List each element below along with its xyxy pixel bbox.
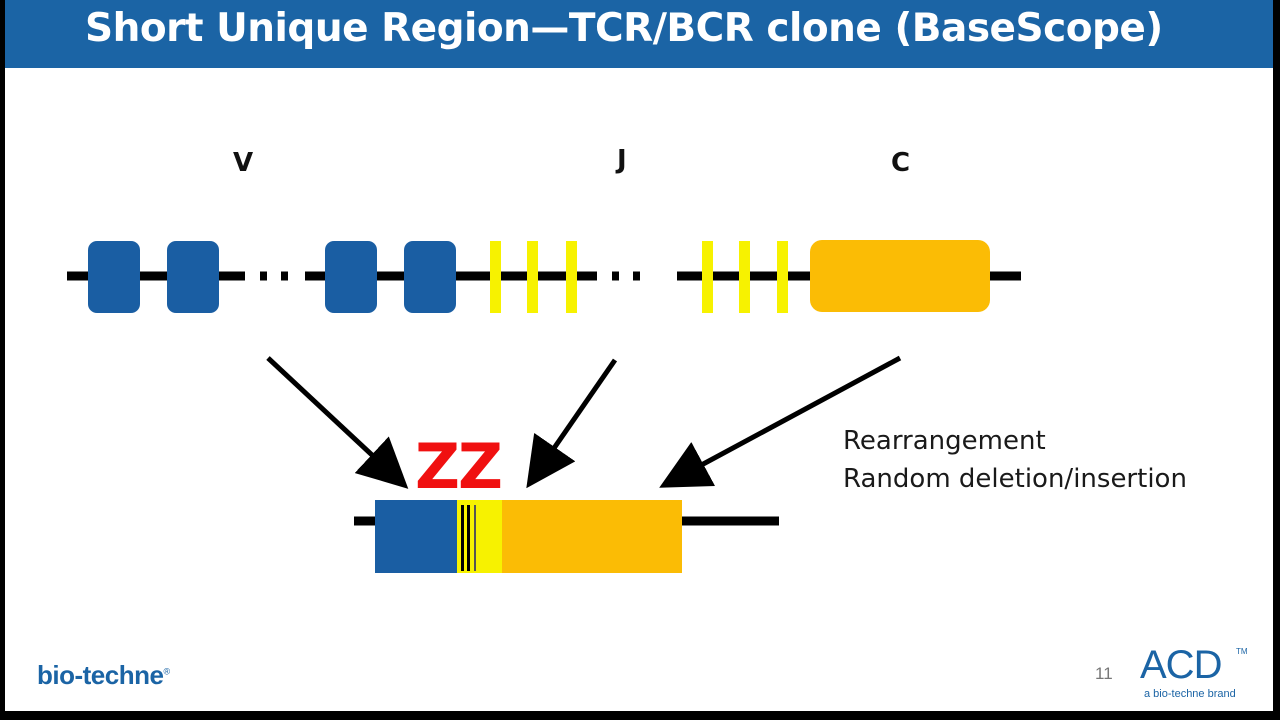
- v-segment-block: [325, 241, 377, 313]
- v-segment-label: V: [233, 148, 254, 178]
- j-arrow: [526, 358, 618, 489]
- j-segment-label: J: [617, 145, 627, 175]
- page-number: 11: [1095, 664, 1113, 683]
- gene-rearrangement-diagram: [67, 240, 1021, 573]
- acd-logo: ACD TM a bio-techne brand: [1140, 643, 1248, 705]
- caption-line-2: Random deletion/insertion: [843, 464, 1187, 494]
- v-segment-block: [88, 241, 140, 313]
- c-segment-label: C: [891, 148, 911, 178]
- rearranged-junction: [457, 500, 503, 573]
- zz-probe-label: ZZ: [415, 430, 503, 503]
- bio-techne-logo-text: bio-techne: [37, 660, 164, 690]
- j-segment-bar: [527, 241, 538, 313]
- v-arrow: [266, 356, 409, 489]
- acd-subtitle: a bio-techne brand: [1144, 688, 1236, 700]
- rearranged-c-block: [502, 500, 682, 573]
- rearranged-gene: [354, 500, 779, 573]
- j-segments: [490, 241, 788, 313]
- title-bar: Short Unique Region—TCR/BCR clone (BaseS…: [5, 0, 1273, 68]
- c-segment-block: [810, 240, 990, 312]
- v-segment-block: [167, 241, 219, 313]
- bio-techne-logo: bio-techne®: [37, 660, 170, 690]
- junction-stripe: [467, 505, 470, 571]
- v-segments: [88, 241, 456, 313]
- slide-title: Short Unique Region—TCR/BCR clone (BaseS…: [85, 6, 1163, 51]
- j-segment-bar: [566, 241, 577, 313]
- rearranged-v-block: [375, 500, 457, 573]
- junction-stripe: [474, 505, 476, 571]
- slide: Short Unique Region—TCR/BCR clone (BaseS…: [5, 0, 1273, 711]
- caption-line-1: Rearrangement: [843, 426, 1046, 456]
- acd-trademark: TM: [1236, 647, 1248, 656]
- rearrangement-arrows: [266, 355, 902, 489]
- j-segment-bar: [490, 241, 501, 313]
- c-arrow: [659, 355, 902, 488]
- j-segment-bar: [702, 241, 713, 313]
- j-segment-bar: [777, 241, 788, 313]
- rearrangement-caption: Rearrangement Random deletion/insertion: [843, 422, 1187, 498]
- acd-logo-text: ACD: [1140, 643, 1222, 687]
- junction-stripe: [461, 505, 464, 571]
- v-segment-block: [404, 241, 456, 313]
- j-segment-bar: [739, 241, 750, 313]
